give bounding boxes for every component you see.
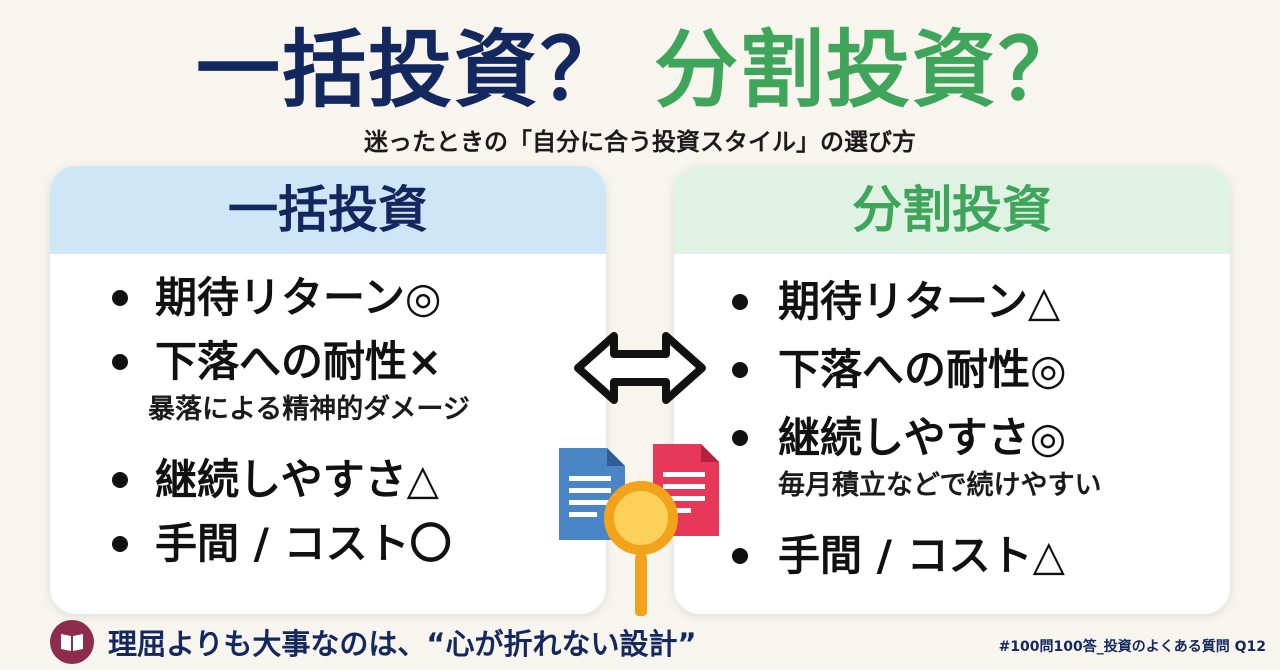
list-item: 下落への耐性× [50,330,606,394]
book-icon [50,620,94,664]
page-title: 一括投資？ 分割投資？ [0,20,1280,120]
double-arrow-icon [574,332,706,404]
bullet-icon [732,294,748,310]
series-tag: #100問100答_投資のよくある質問 Q12 [998,639,1266,655]
list-item: 期待リターン△ [674,270,1230,334]
title-lump: 一括投資？ [195,21,626,119]
list-item: 継続しやすさ△ [50,448,606,512]
documents-magnifier-icon [559,444,719,616]
footer-text: 理屈よりも大事なのは、“心が折れない設計” [108,627,697,661]
split-heading: 分割投資 [674,166,1230,254]
bullet-icon [112,354,128,370]
page-subtitle: 迷ったときの「自分に合う投資スタイル」の選び方 [364,128,916,156]
split-card: 分割投資 期待リターン△ 下落への耐性◎ 継続しやすさ◎ 毎月積立などで続けやす… [674,166,1230,614]
list-item: 手間 / コスト〇 [50,512,606,576]
lump-sum-heading: 一括投資 [50,166,606,254]
list-item: 下落への耐性◎ [674,338,1230,402]
list-item: 継続しやすさ◎ [674,406,1230,470]
bullet-icon [112,536,128,552]
list-item: 手間 / コスト△ [674,524,1230,588]
split-list: 期待リターン△ 下落への耐性◎ 継続しやすさ◎ 毎月積立などで続けやすい 手間 … [674,270,1230,588]
footer-message: 理屈よりも大事なのは、“心が折れない設計” [50,618,950,666]
lump-sum-list: 期待リターン◎ 下落への耐性× 暴落による精神的ダメージ 継続しやすさ△ 手間 … [50,266,606,576]
bullet-icon [732,548,748,564]
bullet-icon [112,472,128,488]
lump-sum-card: 一括投資 期待リターン◎ 下落への耐性× 暴落による精神的ダメージ 継続しやすさ… [50,166,606,614]
bullet-icon [112,290,128,306]
bullet-icon [732,362,748,378]
title-split: 分割投資？ [654,21,1085,119]
list-item-note: 暴落による精神的ダメージ [148,394,470,425]
bullet-icon [732,430,748,446]
list-item-note: 毎月積立などで続けやすい [778,470,1102,501]
list-item: 期待リターン◎ [50,266,606,330]
